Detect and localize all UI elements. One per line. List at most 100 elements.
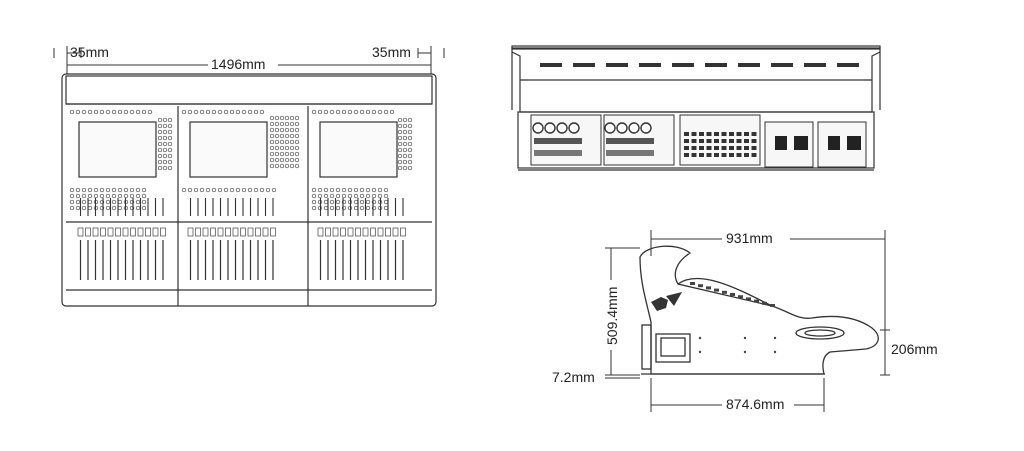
knob xyxy=(162,135,168,141)
knob xyxy=(397,129,403,135)
channel-button xyxy=(255,227,261,237)
knob xyxy=(81,109,87,115)
knob xyxy=(383,199,389,205)
knob xyxy=(269,133,275,139)
vent xyxy=(573,63,595,67)
knob xyxy=(111,187,117,193)
knob xyxy=(294,163,300,169)
xlr-connector xyxy=(616,122,628,134)
knob xyxy=(111,109,117,115)
rear-socket xyxy=(721,153,727,157)
knob xyxy=(93,187,99,193)
knob xyxy=(284,151,290,157)
knob xyxy=(371,205,377,211)
channel-button xyxy=(145,227,151,237)
knob xyxy=(335,205,341,211)
knob xyxy=(284,133,290,139)
knob xyxy=(284,157,290,163)
rear-socket xyxy=(751,153,757,157)
knob xyxy=(147,109,153,115)
rear-socket xyxy=(736,146,742,150)
knob xyxy=(289,157,295,163)
side-control xyxy=(770,304,775,307)
knob xyxy=(141,199,147,205)
knob xyxy=(162,117,168,123)
knob xyxy=(397,153,403,159)
knob xyxy=(157,123,163,129)
knob xyxy=(269,127,275,133)
channel-button xyxy=(377,227,384,237)
channel-button xyxy=(187,227,194,237)
knob xyxy=(289,151,295,157)
knob xyxy=(75,187,81,193)
knob xyxy=(269,121,275,127)
knob xyxy=(279,163,285,169)
knob xyxy=(397,117,403,123)
fader-banks xyxy=(77,198,406,280)
rear-socket xyxy=(706,132,712,136)
screen-left xyxy=(78,121,157,178)
channel-button xyxy=(92,227,99,237)
knob xyxy=(217,187,223,193)
knob xyxy=(329,199,335,205)
knob xyxy=(81,193,87,199)
rear-height-label: 206mm xyxy=(891,341,938,357)
knob xyxy=(117,199,123,205)
knob xyxy=(69,199,75,205)
brand-logo xyxy=(651,292,682,311)
knob xyxy=(99,205,105,211)
rear-socket xyxy=(699,146,704,150)
knob xyxy=(111,193,117,199)
knob xyxy=(274,121,280,127)
knob xyxy=(329,193,335,199)
side-control xyxy=(730,293,735,296)
knob xyxy=(383,193,389,199)
rear-socket xyxy=(691,132,697,136)
channel-button xyxy=(400,227,406,237)
knob xyxy=(105,193,111,199)
knob xyxy=(135,187,141,193)
knob xyxy=(323,193,329,199)
knob xyxy=(397,123,403,129)
channel-button xyxy=(340,227,346,237)
knob xyxy=(167,159,173,165)
knob xyxy=(341,109,347,115)
knob xyxy=(69,109,75,115)
knob xyxy=(105,109,111,115)
rear-socket xyxy=(721,132,727,136)
knob xyxy=(162,159,168,165)
knob xyxy=(407,147,413,153)
knob xyxy=(365,109,371,115)
knob xyxy=(294,139,300,145)
side-control xyxy=(738,295,743,299)
knob xyxy=(359,193,365,199)
knob xyxy=(135,205,141,211)
knob xyxy=(157,129,163,135)
knob xyxy=(407,165,413,171)
power-socket xyxy=(794,136,808,150)
knob xyxy=(279,157,285,163)
xlr-connector xyxy=(532,122,544,134)
knob xyxy=(181,187,187,193)
knob xyxy=(274,127,280,133)
knob xyxy=(217,109,223,115)
rear-socket xyxy=(706,146,712,150)
rear-socket xyxy=(744,153,749,157)
knob xyxy=(274,133,280,139)
knob xyxy=(111,199,117,205)
knob xyxy=(353,199,359,205)
knob xyxy=(284,145,290,151)
knob xyxy=(335,193,341,199)
vent xyxy=(606,63,628,67)
channel-button xyxy=(152,227,159,237)
rear-socket xyxy=(699,132,704,136)
knob xyxy=(279,145,285,151)
knob xyxy=(274,145,280,151)
knob xyxy=(117,193,123,199)
knob xyxy=(87,109,93,115)
knob xyxy=(397,135,403,141)
vent xyxy=(804,63,826,67)
xlr-connector xyxy=(556,122,568,134)
knob xyxy=(402,123,408,129)
channel-button xyxy=(370,227,376,237)
